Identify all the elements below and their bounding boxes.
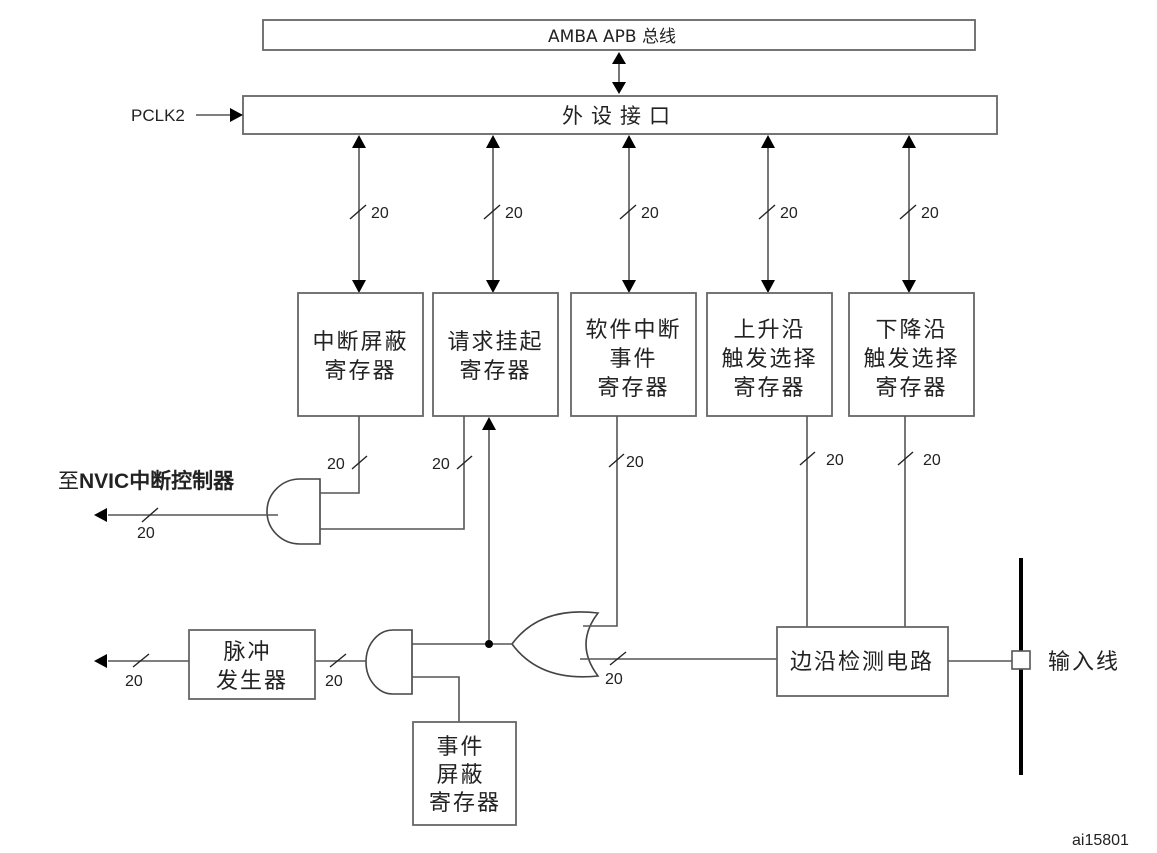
register-label: 上升沿触发选择寄存器	[721, 318, 817, 401]
width-label: 20	[921, 205, 939, 222]
bus-link-software-interrupt-event: 20	[619, 135, 659, 293]
and-to-pulse-wire: 20	[315, 653, 366, 690]
bus-interface-link	[612, 52, 626, 94]
bus-link-rising-trigger: 20	[758, 135, 798, 293]
width-label: 20	[923, 452, 941, 469]
arrow-down-icon	[622, 280, 636, 293]
input-line: 输入线	[948, 558, 1120, 775]
event-mask-label: 事件 屏蔽 寄存器	[429, 735, 501, 816]
register-label: 下降沿触发选择寄存器	[863, 318, 959, 401]
width-label: 20	[605, 671, 623, 688]
swier-to-or-wire: 20	[583, 416, 644, 627]
arrow-down-icon	[352, 280, 366, 293]
input-line-label: 输入线	[1048, 650, 1120, 675]
arrow-up-icon	[482, 417, 496, 430]
width-label: 20	[780, 205, 798, 222]
pulse-generator: 脉冲 发生器	[188, 629, 316, 700]
figure-id: ai15801	[1072, 832, 1129, 849]
arrow-up-icon	[902, 135, 916, 148]
width-label: 20	[371, 205, 389, 222]
or-output-wires	[412, 417, 512, 648]
bus-link-pending-request: 20	[483, 135, 523, 293]
register-interrupt-mask: 中断屏蔽寄存器	[297, 292, 424, 417]
width-label: 20	[826, 452, 844, 469]
register-label: 软件中断事件寄存器	[585, 318, 681, 401]
edge-detection-circuit: 边沿检测电路	[776, 626, 949, 697]
junction-dot	[485, 640, 493, 648]
event-output: 20	[94, 653, 189, 690]
trigger-to-edge-wires: 20 20	[799, 416, 941, 627]
width-label: 20	[626, 454, 644, 471]
register-rising-trigger: 上升沿触发选择寄存器	[706, 292, 833, 417]
arrow-up-icon	[486, 135, 500, 148]
bus-link-falling-trigger: 20	[899, 135, 939, 293]
arrow-up-icon	[352, 135, 366, 148]
pclk2-input: PCLK2	[131, 106, 243, 125]
pclk2-label: PCLK2	[131, 106, 185, 125]
nvic-gate-wires: 20 20 20	[94, 416, 473, 542]
bus-link-interrupt-mask: 20	[349, 135, 389, 293]
event-mask-register: 事件 屏蔽 寄存器	[412, 721, 517, 826]
width-label: 20	[327, 456, 345, 473]
amba-apb-bus: AMBA APB 总线	[262, 19, 976, 51]
pulse-generator-label: 脉冲 发生器	[216, 640, 288, 694]
or-gate	[511, 611, 600, 678]
arrow-down-icon	[902, 280, 916, 293]
arrow-up-icon	[612, 52, 626, 64]
register-pending-request: 请求挂起寄存器	[432, 292, 559, 417]
register-label: 请求挂起寄存器	[447, 330, 543, 384]
width-label: 20	[641, 205, 659, 222]
width-label: 20	[125, 673, 143, 690]
input-pin-icon	[1011, 650, 1031, 670]
register-bus-links: 20 20 20 20 20	[349, 135, 939, 293]
width-label: 20	[137, 525, 155, 542]
bus-label: AMBA APB 总线	[548, 27, 676, 47]
arrow-down-icon	[761, 280, 775, 293]
width-label: 20	[432, 456, 450, 473]
arrow-left-icon	[94, 508, 107, 522]
register-falling-trigger: 下降沿触发选择寄存器	[848, 292, 975, 417]
and-gate-event	[365, 629, 460, 722]
arrow-right-icon	[230, 108, 243, 122]
arrow-left-icon	[94, 654, 107, 668]
arrow-down-icon	[612, 82, 626, 94]
and-gate-nvic	[266, 478, 321, 545]
register-boxes: 中断屏蔽寄存器请求挂起寄存器软件中断事件寄存器上升沿触发选择寄存器下降沿触发选择…	[297, 292, 975, 417]
register-software-interrupt-event: 软件中断事件寄存器	[570, 292, 697, 417]
width-label: 20	[325, 673, 343, 690]
nvic-output-label: 至NVIC中断控制器	[58, 469, 235, 493]
register-label: 中断屏蔽寄存器	[312, 330, 408, 384]
arrow-up-icon	[622, 135, 636, 148]
peripheral-interface: 外设接口	[242, 95, 998, 135]
width-label: 20	[505, 205, 523, 222]
arrow-up-icon	[761, 135, 775, 148]
edge-detect-label: 边沿检测电路	[790, 650, 934, 675]
edge-to-or-wire: 20	[580, 651, 777, 688]
interface-label: 外设接口	[562, 104, 678, 128]
arrow-down-icon	[486, 280, 500, 293]
